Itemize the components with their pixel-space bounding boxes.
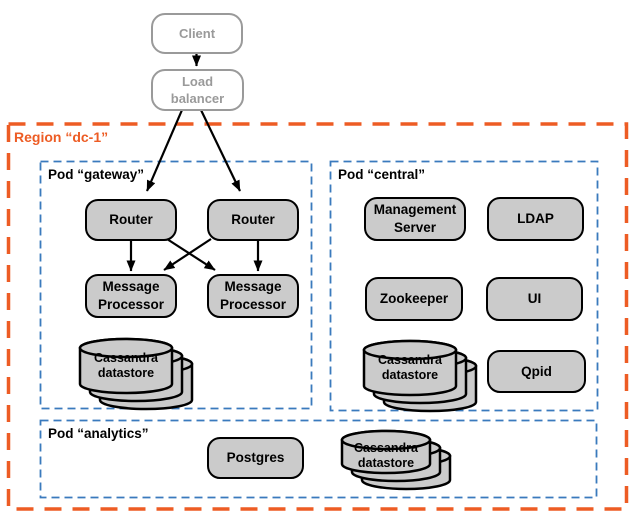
cassandra-datastore-analytics-label: Cassandra datastore	[354, 441, 418, 471]
cassandra-stack-analytics-icon	[340, 429, 452, 491]
arrow-lb-to-router-2	[200, 109, 241, 192]
cassandra-datastore-central-label: Cassandra datastore	[378, 353, 442, 383]
load-balancer-node: Load balancer	[151, 69, 244, 111]
management-server-node: Management Server	[364, 197, 466, 241]
postgres-node: Postgres	[207, 437, 304, 479]
router-node-2: Router	[207, 199, 299, 241]
client-node: Client	[151, 13, 243, 54]
router-node-1: Router	[85, 199, 177, 241]
arrow-router1-to-mp2	[166, 238, 216, 271]
ui-node: UI	[486, 277, 583, 321]
message-processor-node-2: Message Processor	[207, 274, 299, 318]
region-dc1-label: Region “dc-1”	[14, 129, 109, 145]
cassandra-datastore-gateway-label: Cassandra datastore	[94, 351, 158, 381]
pod-central-label: Pod “central”	[338, 167, 426, 182]
cassandra-stack-central-icon	[362, 339, 478, 413]
pod-analytics-label: Pod “analytics”	[48, 426, 149, 441]
region-dc1-border	[6, 122, 629, 511]
zookeeper-node: Zookeeper	[365, 277, 463, 321]
cassandra-stack-gateway-icon	[78, 337, 194, 411]
pod-central-border	[329, 160, 599, 412]
ldap-node: LDAP	[487, 197, 584, 241]
arrow-lb-to-router-1	[145, 109, 184, 192]
pod-gateway-label: Pod “gateway”	[48, 167, 145, 182]
arrow-router2-to-mp1	[163, 238, 212, 271]
pod-gateway-border	[39, 160, 313, 410]
pod-analytics-border	[39, 419, 598, 499]
qpid-node: Qpid	[487, 350, 586, 393]
message-processor-node-1: Message Processor	[85, 274, 177, 318]
